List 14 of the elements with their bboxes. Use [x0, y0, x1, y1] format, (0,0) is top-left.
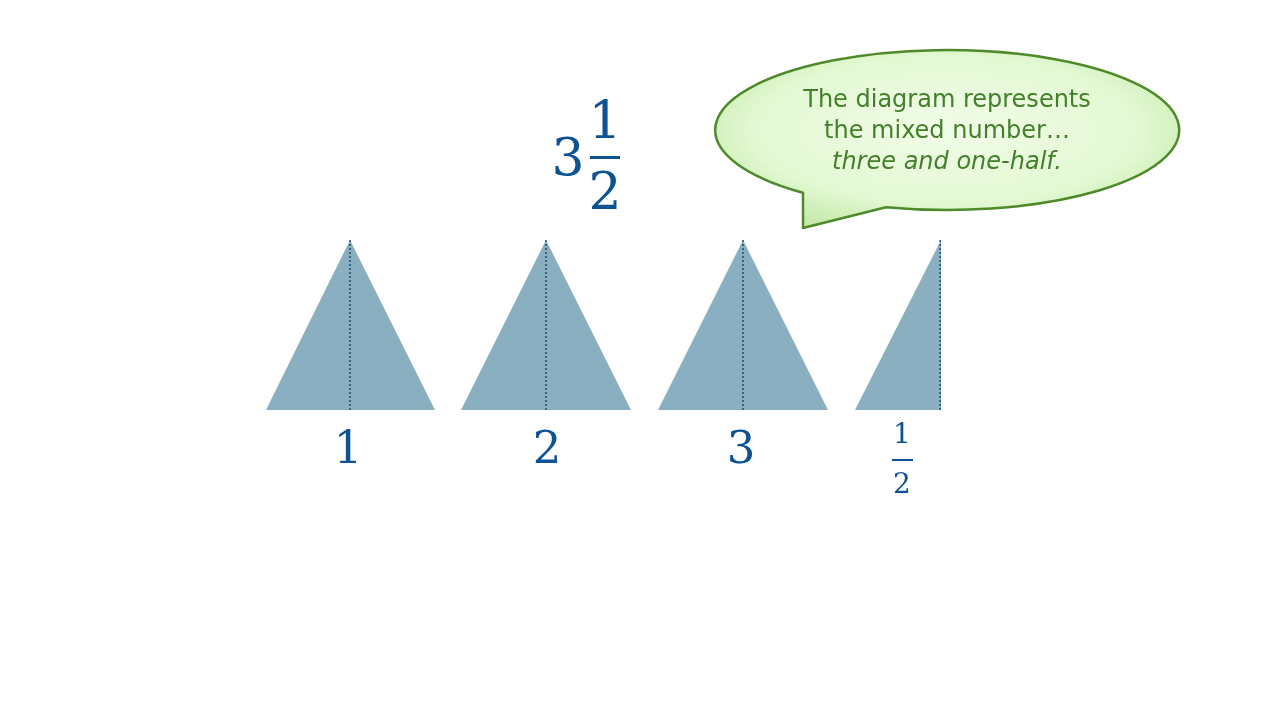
- bubble-text: three and one-half.: [831, 146, 1063, 177]
- number-label: 2: [532, 424, 562, 470]
- triangle: [266, 240, 435, 410]
- number-label: 1: [333, 424, 363, 470]
- bubble-text: The diagram represents the mixed number…: [802, 84, 1092, 146]
- whole-number: 3: [551, 131, 585, 183]
- triangle: [658, 240, 828, 410]
- number-label: 3: [726, 424, 756, 470]
- fraction-denominator: 2: [588, 165, 622, 217]
- triangle: [461, 240, 631, 410]
- fraction-numerator: 1: [893, 420, 911, 448]
- fraction-numerator: 1: [588, 94, 622, 146]
- fraction-denominator: 2: [893, 470, 911, 498]
- half-triangle: [855, 240, 941, 410]
